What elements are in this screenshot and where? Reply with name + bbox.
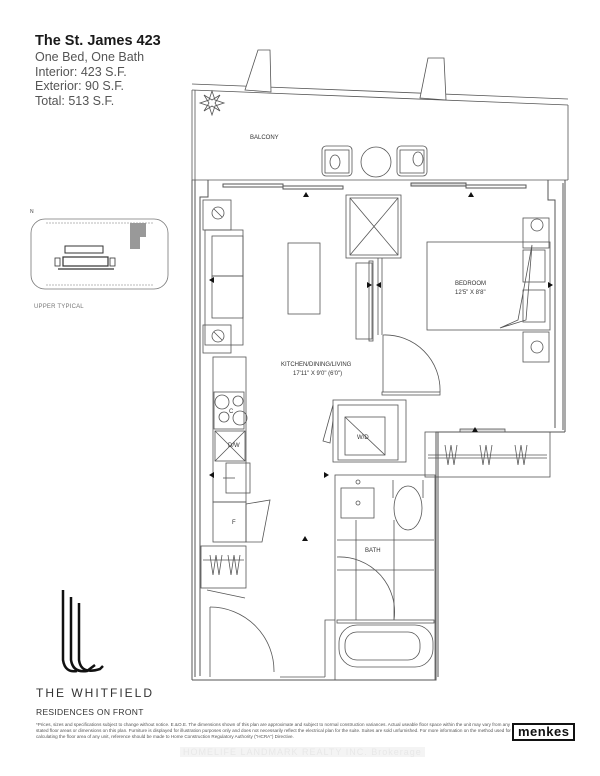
bathroom xyxy=(334,474,436,681)
label-bath: BATH xyxy=(365,548,381,554)
entry-door-swing xyxy=(209,606,275,673)
label-dw: D/W xyxy=(228,443,240,449)
washer-dryer xyxy=(322,399,407,463)
developer-logo: menkes xyxy=(512,723,576,741)
balcony-table xyxy=(360,146,392,178)
label-bedroom-dims: 12'5" X 8'8" xyxy=(455,290,486,296)
balcony xyxy=(191,49,569,181)
bed xyxy=(426,217,551,363)
bedroom-door-swing xyxy=(382,334,441,393)
disclaimer-text: *Prices, sizes and specifications subjec… xyxy=(36,722,511,739)
interior-area: Interior: 423 S.F. xyxy=(35,64,127,79)
brand-name: THE WHITFIELD xyxy=(36,686,154,700)
label-wd: W/D xyxy=(357,435,369,441)
unit-type: One Bed, One Bath xyxy=(35,50,145,64)
watermark: HOMELIFE LANDMARK REALTY INC. Brokerage xyxy=(180,747,425,757)
label-living-dims: 17'11" X 9'0" (6'0") xyxy=(293,371,342,377)
coffee-table xyxy=(287,242,321,315)
label-cooktop: C xyxy=(229,409,234,415)
north-arrow-icon: N xyxy=(30,209,34,215)
bedroom-closet xyxy=(424,428,551,478)
mechanical-closet xyxy=(345,194,402,342)
total-area: Total: 513 S.F. xyxy=(35,93,115,108)
balcony-chair-right xyxy=(396,145,428,177)
whitfield-logo-icon xyxy=(61,590,104,673)
unit-name: The St. James 423 xyxy=(35,33,161,49)
sofa xyxy=(202,199,244,354)
balcony-chair-left xyxy=(321,145,353,177)
window-markers xyxy=(209,192,553,541)
label-living: KITCHEN/DINING/LIVING xyxy=(281,362,352,368)
compass-rose-icon xyxy=(198,89,226,117)
label-fridge: F xyxy=(232,520,236,526)
exterior-area: Exterior: 90 S.F. xyxy=(35,79,124,93)
kitchen xyxy=(212,356,271,543)
brand-subtitle: RESIDENCES ON FRONT xyxy=(36,707,144,717)
bathtub xyxy=(338,624,434,668)
label-bedroom: BEDROOM xyxy=(455,281,486,287)
label-balcony: BALCONY xyxy=(250,135,279,141)
key-plan: N xyxy=(30,209,169,290)
keyplan-label: UPPER TYPICAL xyxy=(34,304,84,310)
unit-info: The St. James 423 One Bed, One Bath Inte… xyxy=(35,33,161,108)
entry-closet xyxy=(200,545,247,599)
unit-highlight xyxy=(130,223,146,249)
